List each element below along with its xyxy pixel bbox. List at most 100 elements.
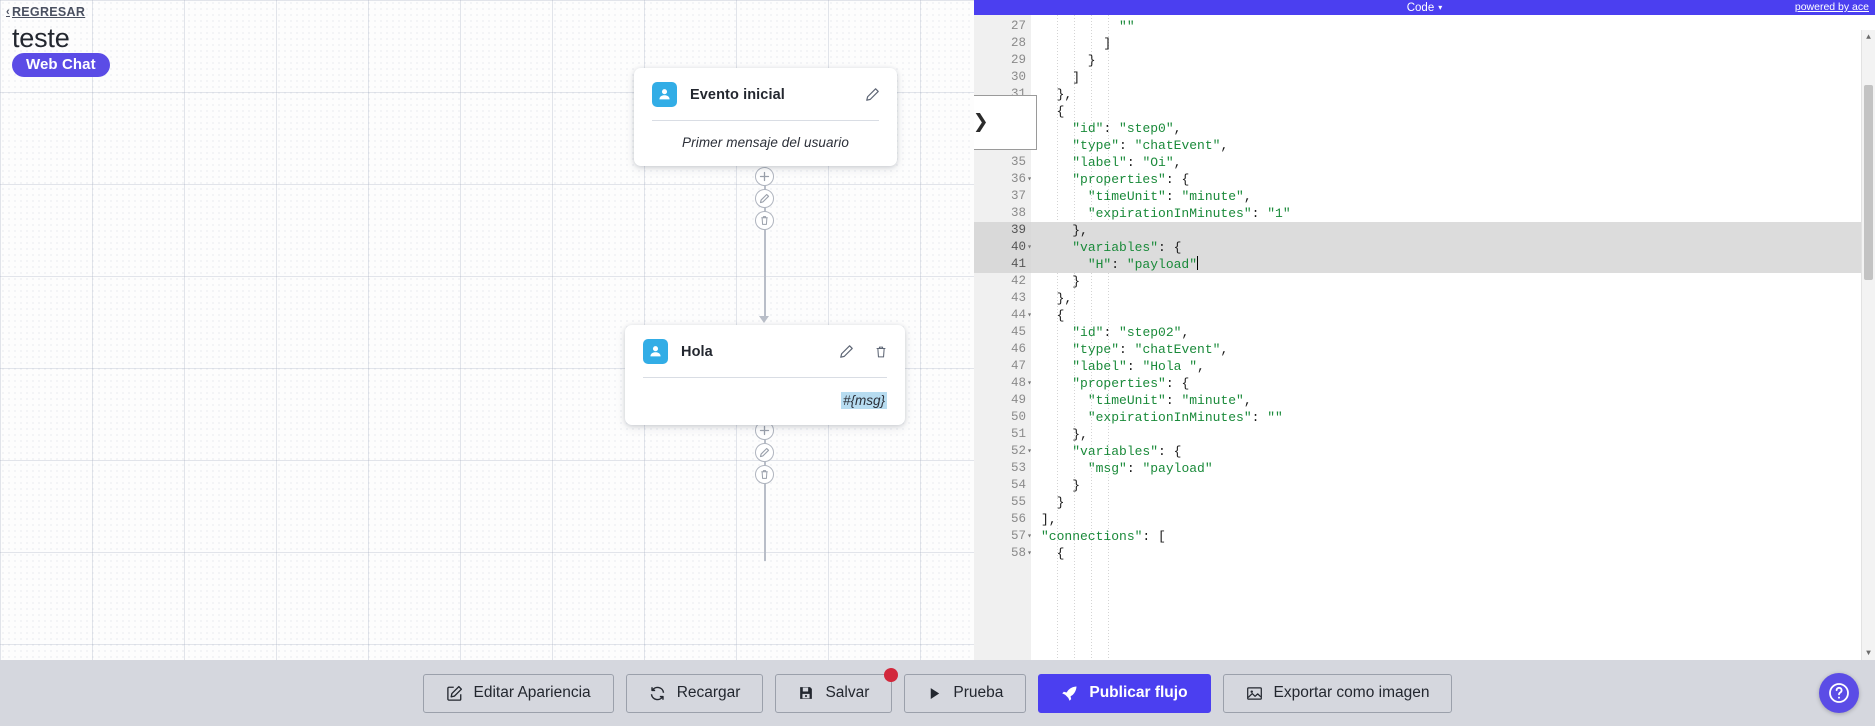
code-line[interactable]: "expirationInMinutes": "1"	[1087, 206, 1291, 221]
code-editor-body[interactable]: 272829303132▾33343536▾37383940▾41424344▾…	[974, 15, 1875, 660]
gutter-line-number[interactable]: 29	[1010, 53, 1026, 67]
gutter-line-number[interactable]: 41	[974, 256, 1031, 273]
code-line[interactable]: },	[1031, 222, 1875, 239]
code-line[interactable]: {	[1041, 546, 1065, 561]
exportar-imagen-button[interactable]: Exportar como imagen	[1222, 673, 1453, 713]
code-line[interactable]: ]	[1041, 36, 1112, 51]
code-line[interactable]: "properties": {	[1072, 172, 1190, 187]
connector-actions-2[interactable]	[755, 421, 774, 484]
code-line[interactable]: "timeUnit": "minute",	[1087, 393, 1252, 408]
person-icon	[652, 82, 677, 107]
fold-toggle-icon[interactable]: ▾	[1027, 243, 1032, 252]
code-line[interactable]: },	[1041, 427, 1088, 442]
fold-toggle-icon[interactable]: ▾	[1027, 549, 1032, 558]
flow-canvas[interactable]: ‹ REGRESAR teste Web Chat	[0, 0, 1166, 660]
gutter-line-number[interactable]: 37	[1010, 189, 1026, 203]
gutter-line-number[interactable]: 27	[1010, 19, 1026, 33]
code-line[interactable]: }	[1041, 274, 1081, 289]
flow-node-evento-inicial[interactable]: Evento inicial Primer mensaje del usuari…	[634, 68, 897, 166]
gutter-line-number[interactable]: 28	[1010, 36, 1026, 50]
code-line[interactable]: "label": "Hola ",	[1072, 359, 1205, 374]
code-line[interactable]: ],	[1041, 512, 1057, 527]
code-line[interactable]: "timeUnit": "minute",	[1087, 189, 1252, 204]
salvar-button[interactable]: Salvar	[775, 667, 899, 713]
recargar-button[interactable]: Recargar	[625, 673, 764, 713]
code-line[interactable]: "variables": {	[1031, 239, 1875, 256]
fold-toggle-icon[interactable]: ▾	[1027, 379, 1032, 388]
gutter-line-number[interactable]: 56	[1010, 512, 1026, 526]
code-line[interactable]: "variables": {	[1072, 444, 1182, 459]
gutter-line-number[interactable]: 42	[1010, 274, 1026, 288]
gutter-line-number[interactable]: 30	[1010, 70, 1026, 84]
code-line[interactable]: {	[1041, 104, 1065, 119]
code-editor-panel[interactable]: Code ▾ powered by ace 272829303132▾33343…	[974, 0, 1875, 660]
gutter-line-number[interactable]: 52▾	[1010, 444, 1032, 458]
code-editor-scrollbar[interactable]: ▲ ▼	[1861, 30, 1875, 660]
gutter-line-number[interactable]: 50	[1010, 410, 1026, 424]
prueba-button[interactable]: Prueba	[904, 673, 1027, 713]
code-line[interactable]: "properties": {	[1072, 376, 1190, 391]
code-line[interactable]: },	[1041, 291, 1073, 306]
code-line[interactable]: "type": "chatEvent",	[1072, 342, 1229, 357]
code-line[interactable]: ""	[1119, 19, 1135, 34]
edit-connection-button[interactable]	[755, 189, 774, 208]
connector-actions-1[interactable]	[755, 167, 774, 230]
gutter-line-number[interactable]: 57▾	[1010, 529, 1032, 543]
scroll-down-arrow-icon[interactable]: ▼	[1866, 648, 1871, 658]
gutter-line-number[interactable]: 55	[1010, 495, 1026, 509]
edit-icon[interactable]	[838, 343, 855, 360]
gutter-line-number[interactable]: 49	[1010, 393, 1026, 407]
delete-connection-button[interactable]	[755, 465, 774, 484]
code-line[interactable]: "id": "step02",	[1072, 325, 1190, 340]
code-fold-widget[interactable]: ❯	[974, 95, 1037, 150]
gutter-line-number[interactable]: 43	[1010, 291, 1026, 305]
help-button[interactable]	[1819, 673, 1859, 713]
delete-connection-button[interactable]	[755, 211, 774, 230]
gutter-line-number[interactable]: 38	[1010, 206, 1026, 220]
gutter-line-number[interactable]: 36▾	[1010, 172, 1032, 186]
code-line[interactable]: "msg": "payload"	[1087, 461, 1213, 476]
fold-toggle-icon[interactable]: ▾	[1027, 311, 1032, 320]
edit-connection-button[interactable]	[755, 443, 774, 462]
powered-by-ace-link[interactable]: powered by ace	[1794, 1, 1869, 13]
gutter-line-number[interactable]: 47	[1010, 359, 1026, 373]
add-step-button[interactable]	[755, 167, 774, 186]
publicar-flujo-button[interactable]: Publicar flujo	[1038, 673, 1211, 713]
gutter-line-number[interactable]: 51	[1010, 427, 1026, 441]
gutter-line-number[interactable]: 35	[1010, 155, 1026, 169]
scrollbar-thumb[interactable]	[1864, 85, 1873, 280]
scroll-up-arrow-icon[interactable]: ▲	[1866, 32, 1871, 42]
editar-apariencia-button[interactable]: Editar Apariencia	[422, 673, 614, 713]
code-editor-title-dropdown[interactable]: Code ▾	[1407, 2, 1443, 14]
code-line[interactable]: "connections": [	[1041, 529, 1166, 544]
gutter-line-number[interactable]: 39	[974, 222, 1031, 239]
gutter-line-number[interactable]: 45	[1010, 325, 1026, 339]
gutter-line-number[interactable]: 40▾	[974, 239, 1032, 256]
code-line[interactable]: }	[1041, 53, 1096, 68]
code-line[interactable]: "type": "chatEvent",	[1072, 138, 1229, 153]
code-line[interactable]: {	[1041, 308, 1065, 323]
code-line[interactable]: },	[1041, 87, 1073, 102]
trash-icon[interactable]	[872, 343, 889, 360]
code-line[interactable]: ]	[1041, 70, 1081, 85]
back-link[interactable]: ‹ REGRESAR	[6, 5, 85, 19]
code-line[interactable]: "id": "step0",	[1072, 121, 1182, 136]
gutter-line-number[interactable]: 44▾	[1010, 308, 1032, 322]
code-line[interactable]: }	[1041, 495, 1065, 510]
code-gutter[interactable]: 272829303132▾33343536▾37383940▾41424344▾…	[974, 15, 1032, 660]
gutter-line-number[interactable]: 48▾	[1010, 376, 1032, 390]
code-line[interactable]: "H": "payload"	[1031, 256, 1875, 273]
gutter-line-number[interactable]: 58▾	[1010, 546, 1032, 560]
gutter-line-number[interactable]: 54	[1010, 478, 1026, 492]
fold-toggle-icon[interactable]: ▾	[1027, 175, 1032, 184]
code-line[interactable]: "label": "Oi",	[1072, 155, 1182, 170]
gutter-line-number[interactable]: 46	[1010, 342, 1026, 356]
fold-toggle-icon[interactable]: ▾	[1027, 532, 1032, 541]
code-line[interactable]: }	[1041, 478, 1081, 493]
gutter-line-number[interactable]: 53	[1010, 461, 1026, 475]
code-content[interactable]: "" ] } ] }, { "id": "step0", "type": "ch…	[1031, 15, 1875, 660]
flow-node-hola[interactable]: Hola #{msg}	[625, 325, 905, 425]
code-line[interactable]: "expirationInMinutes": ""	[1087, 410, 1283, 425]
fold-toggle-icon[interactable]: ▾	[1027, 447, 1032, 456]
edit-icon[interactable]	[864, 86, 881, 103]
